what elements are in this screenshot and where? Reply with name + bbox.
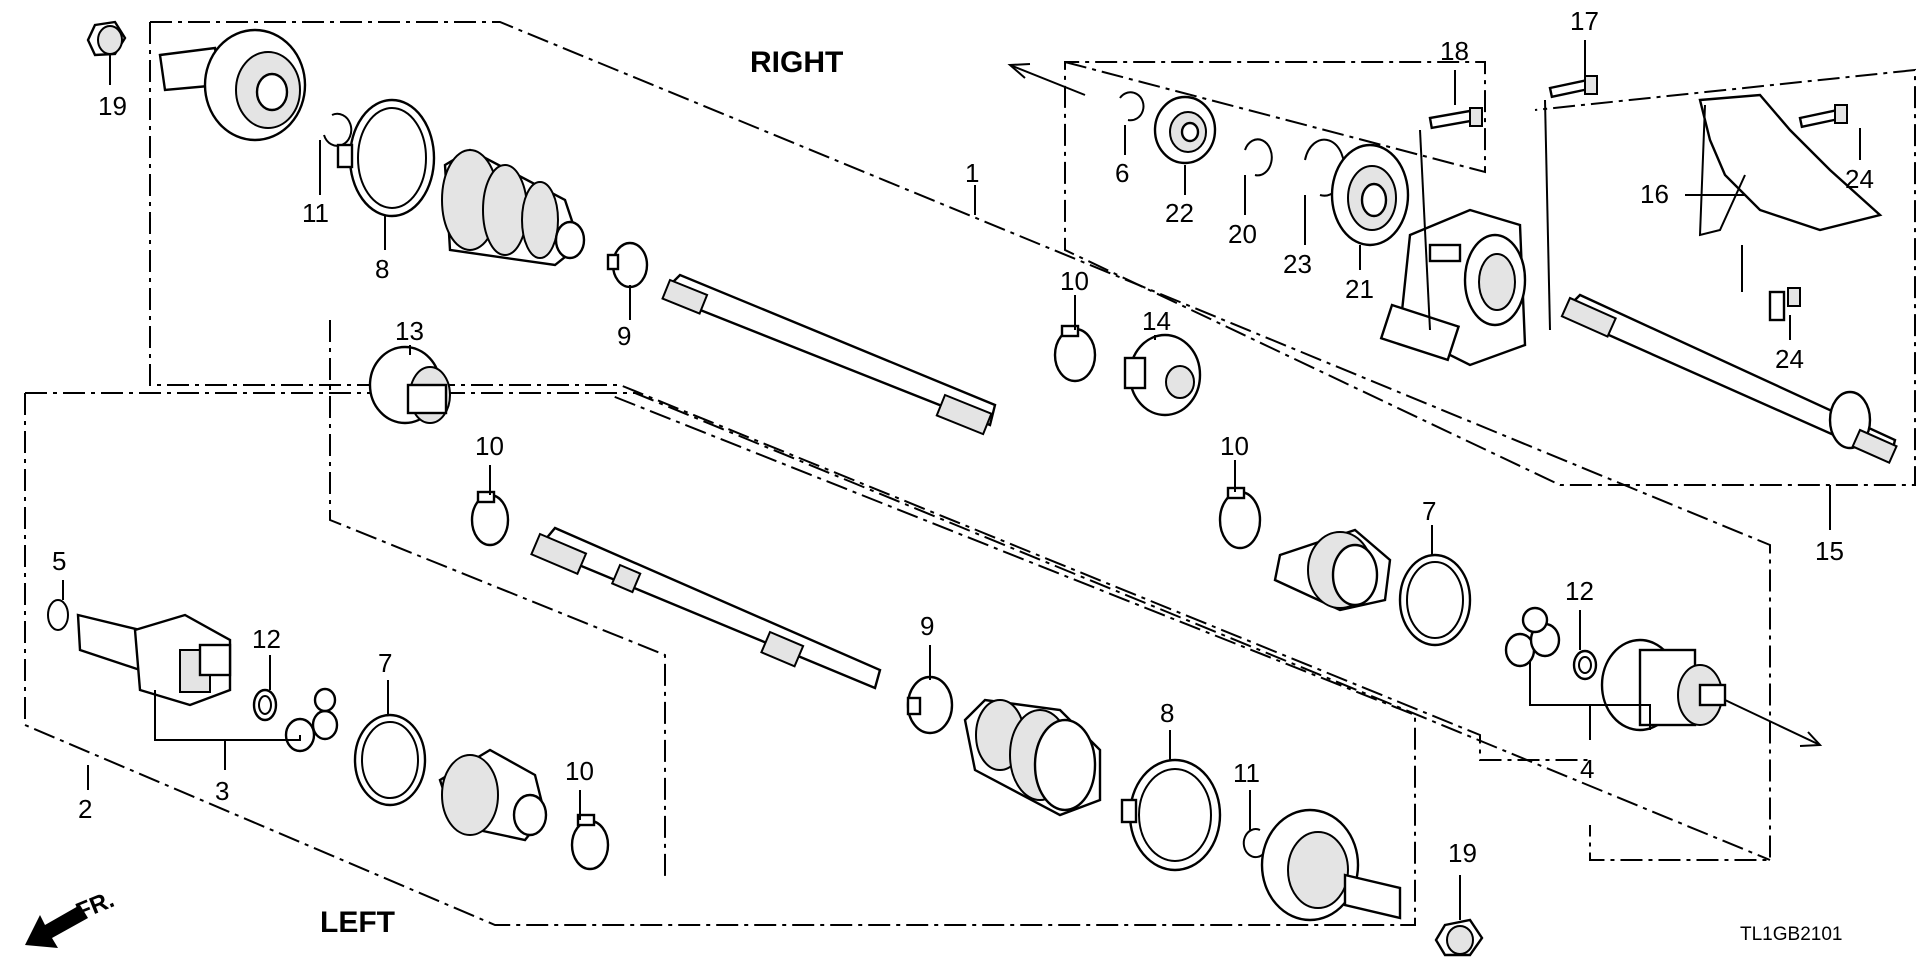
front-direction-indicator: FR. — [25, 886, 118, 948]
assembly-arrow-lower — [1724, 699, 1821, 746]
tripod-joint-14 — [1123, 333, 1202, 417]
callout-4: 4 — [1580, 754, 1594, 784]
circlip-5 — [47, 599, 69, 631]
boot-band-7-left — [353, 713, 427, 807]
driveshaft-left — [530, 526, 882, 690]
snap-ring-left — [1242, 828, 1266, 859]
outer-boot-left — [963, 698, 1102, 817]
bolt-24-lower — [1768, 287, 1801, 322]
callout-5: 5 — [52, 546, 66, 576]
snap-ring-12-left — [252, 688, 278, 722]
callout-10-center: 10 — [1060, 266, 1089, 296]
bolt-18 — [1428, 107, 1483, 130]
lock-nut-19-bottom — [1434, 918, 1484, 957]
callout-labels: 19 11 8 9 1 6 22 20 23 21 18 17 24 16 24… — [52, 6, 1874, 868]
inner-cv-outline — [329, 320, 666, 880]
arrow-down-left-icon — [25, 905, 88, 948]
callout-24-upper: 24 — [1845, 164, 1874, 194]
callout-12-right: 12 — [1565, 576, 1594, 606]
callout-2: 2 — [78, 794, 92, 824]
boot-band-7-right — [1398, 553, 1472, 647]
callout-6: 6 — [1115, 158, 1129, 188]
assembly-arrow-upper-head — [1007, 63, 1031, 79]
callout-7-right: 7 — [1422, 496, 1436, 526]
callout-15: 15 — [1815, 536, 1844, 566]
band-10-lower-left — [570, 813, 610, 871]
callout-1: 1 — [965, 158, 979, 188]
callout-10-upper-left: 10 — [475, 431, 504, 461]
outer-cv-joint-right — [158, 28, 307, 142]
callout-10-lower-left: 10 — [565, 756, 594, 786]
heading-left: LEFT — [320, 906, 395, 939]
callout-18: 18 — [1440, 36, 1469, 66]
callout-24-lower: 24 — [1775, 344, 1804, 374]
callout-19-top: 19 — [98, 91, 127, 121]
diagram-code: TL1GB2101 — [1740, 924, 1842, 945]
callout-9-left: 9 — [920, 611, 934, 641]
callout-19-bottom: 19 — [1448, 838, 1477, 868]
callout-11-right: 11 — [302, 198, 329, 228]
boot-band-small-left — [906, 675, 954, 735]
inner-boot-left — [438, 748, 548, 842]
callout-16: 16 — [1640, 179, 1669, 209]
band-10-center — [1053, 324, 1097, 383]
callout-8-right: 8 — [375, 254, 389, 284]
callout-10-right-center: 10 — [1220, 431, 1249, 461]
left-assembly-outline — [25, 392, 1771, 861]
snap-ring-20 — [1244, 138, 1273, 177]
callout-13: 13 — [395, 316, 424, 346]
callout-17: 17 — [1570, 6, 1599, 36]
callout-23: 23 — [1283, 249, 1312, 279]
knuckle-group-outline — [1064, 61, 1916, 486]
right-assembly-outline — [150, 21, 1771, 861]
inboard-joint-right — [1600, 638, 1727, 732]
callout-20: 20 — [1228, 219, 1257, 249]
intermediate-shaft-15 — [1560, 293, 1898, 465]
dynamic-damper-13 — [368, 345, 451, 425]
callout-8-left: 8 — [1160, 698, 1174, 728]
boot-band-small-right — [606, 241, 649, 289]
bracket-leader-1 — [1419, 129, 1431, 331]
callout-3: 3 — [215, 776, 229, 806]
bearing-22 — [1153, 95, 1217, 165]
boot-band-large-right — [336, 98, 436, 218]
band-10-right-center — [1218, 486, 1262, 550]
inner-boot-center — [1273, 528, 1392, 612]
right-assembly-outline-left — [149, 22, 1590, 761]
inboard-joint-left — [76, 613, 232, 707]
callout-14: 14 — [1142, 306, 1171, 336]
boot-band-large-left — [1120, 758, 1222, 872]
lock-nut-19-top — [86, 20, 127, 57]
outer-boot-right — [441, 148, 586, 267]
heat-shield-16 — [1698, 93, 1883, 292]
assembly-arrow-upper — [1009, 64, 1086, 96]
tripod-set-3 — [284, 687, 339, 753]
leader-lines — [62, 40, 1861, 920]
outer-cv-joint-left — [1260, 808, 1402, 922]
snap-ring-right — [323, 112, 353, 147]
bearing-support-bracket — [1379, 208, 1527, 367]
callout-7-left: 7 — [378, 648, 392, 678]
assembly-arrow-lower-head — [1799, 731, 1823, 747]
callout-22: 22 — [1165, 198, 1194, 228]
bearing-21 — [1330, 143, 1410, 247]
circlip-6 — [1119, 91, 1145, 122]
heading-right: RIGHT — [750, 46, 843, 79]
left-assembly-outline-bottom — [24, 393, 1416, 926]
bolt-17 — [1548, 75, 1598, 99]
tripod-set-4 — [1504, 606, 1561, 668]
snap-ring-12-right — [1572, 649, 1598, 681]
driveshaft-right — [661, 273, 997, 436]
front-arrow-label: FR. — [72, 886, 118, 926]
bolt-24-upper — [1798, 104, 1848, 129]
bracket-leader-2 — [1544, 99, 1551, 331]
callout-11-left: 11 — [1233, 758, 1260, 788]
callout-9-right: 9 — [617, 321, 631, 351]
callout-21: 21 — [1345, 274, 1374, 304]
callout-12-left: 12 — [252, 624, 281, 654]
band-10-upper-left — [470, 490, 510, 547]
